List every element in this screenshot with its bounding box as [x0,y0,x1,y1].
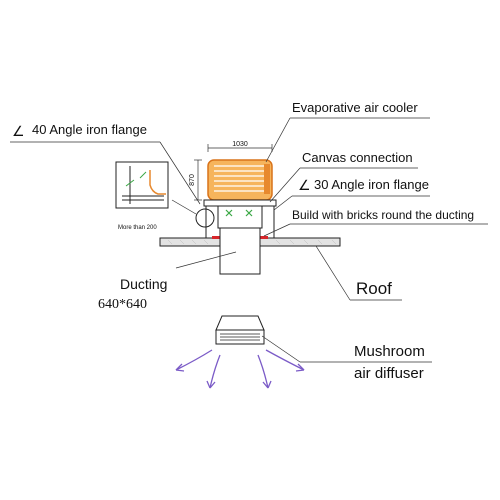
label-roof: Roof [356,279,392,298]
more-than-label: More than 200 [118,225,157,231]
label-canvas-connection: Canvas connection [302,150,413,165]
mushroom-diffuser [215,315,265,345]
angle-symbol-40: ∠ [12,123,25,139]
label-ducting: Ducting [120,276,167,292]
airflow-arrow-left [209,354,221,389]
airflow-arrows [175,349,305,389]
airflow-arrow-right-far [265,349,305,371]
dimension-width-label: 1030 [232,141,248,148]
label-angle-iron-30: 30 Angle iron flange [314,177,429,192]
detail-magnifier: More than 200 [115,161,215,231]
angle-symbol-30: ∠ [298,177,311,193]
ducting [219,227,261,275]
label-mushroom-line2: air diffuser [354,365,424,382]
dimension-width: 1030 [207,141,273,152]
evaporative-cooler-unit [203,159,277,238]
dimension-height: 870 [189,159,202,201]
leader-lines [10,117,488,363]
airflow-arrow-left-far [175,349,213,371]
label-mushroom-line1: Mushroom [354,343,425,360]
label-ducting-size: 640*640 [98,297,147,312]
airflow-arrow-right [257,354,269,389]
label-evaporative-cooler: Evaporative air cooler [292,100,418,115]
label-build-bricks: Build with bricks round the ducting [292,208,474,222]
dimension-height-label: 870 [189,174,196,186]
label-angle-iron-40: 40 Angle iron flange [32,122,147,137]
